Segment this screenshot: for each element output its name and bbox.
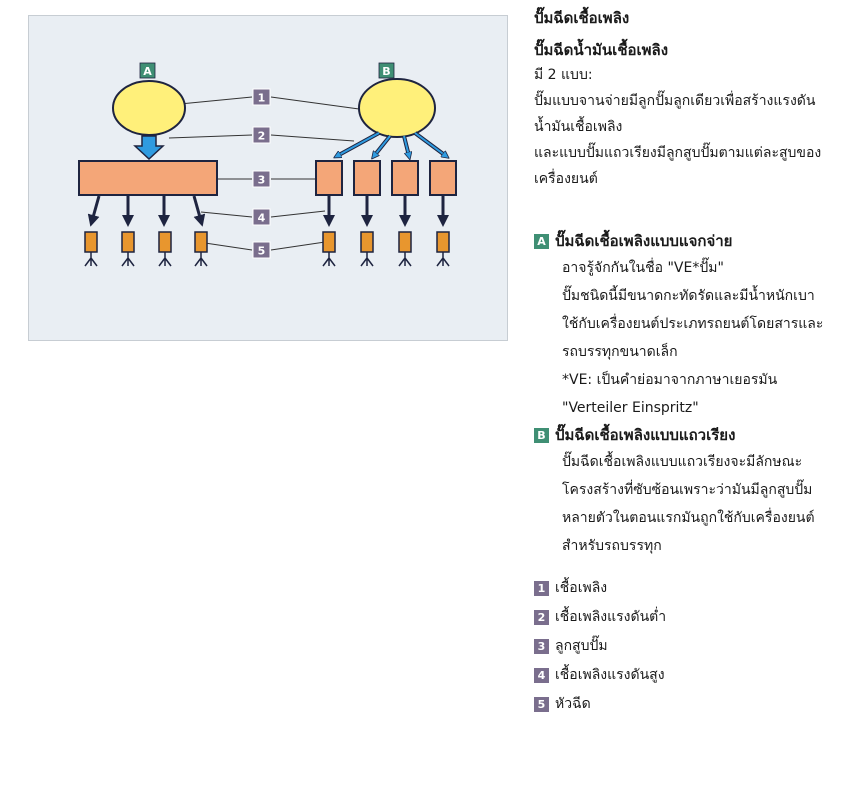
callout-2 [252, 126, 271, 144]
pump-b-group [315, 78, 457, 267]
section-a-body: อาจรู้จักกันในชื่อ "VE*ปั๊ม" ปั๊มชนิดนี้… [534, 254, 834, 422]
pump-plunger [391, 160, 419, 196]
legend-item: 2 เชื้อเพลิงแรงดันต่ำ [534, 603, 834, 632]
pump-plunger [315, 160, 343, 196]
legend-badge: 4 [534, 668, 549, 683]
plungers-b [315, 160, 457, 196]
nozzle [84, 231, 98, 253]
badge-a-text: A [143, 65, 152, 78]
nozzle [194, 231, 208, 253]
nozzle [158, 231, 172, 253]
page-subtitle: ปั๊มฉีดน้ำมันเชื้อเพลิง [534, 41, 669, 59]
callout-4-text: 4 [258, 212, 266, 225]
section-b-body: ปั๊มฉีดเชื้อเพลิงแบบแถวเรียงจะมีลักษณะโค… [534, 448, 834, 560]
nozzles-a [84, 231, 208, 267]
diagram-svg: A B 1 2 3 4 5 [78, 62, 457, 267]
nozzles-b [322, 231, 450, 267]
intro-paragraph-2: และแบบปั๊มแถวเรียงมีลูกสูบปั๊มตามแต่ละสู… [534, 145, 822, 187]
pump-plunger [353, 160, 381, 196]
nozzle [360, 231, 374, 253]
section-b-description: ปั๊มฉีดเชื้อเพลิงแบบแถวเรียงจะมีลักษณะโค… [562, 454, 815, 554]
fuel-arrow-a [133, 135, 165, 161]
section-b: B ปั๊มฉีดเชื้อเพลิงแบบแถวเรียง ปั๊มฉีดเช… [534, 422, 834, 560]
legend-item: 5 หัวฉีด [534, 690, 834, 719]
legend-label: เชื้อเพลิงแรงดันต่ำ [555, 609, 667, 625]
legend-label: เชื้อเพลิง [555, 580, 608, 596]
section-b-heading: ปั๊มฉีดเชื้อเพลิงแบบแถวเรียง [555, 426, 736, 444]
fuel-pump-diagram: A B 1 2 3 4 5 [28, 15, 508, 341]
pump-plunger [429, 160, 457, 196]
nozzle [121, 231, 135, 253]
badge-b-text: B [382, 65, 390, 78]
callout-lines [148, 96, 360, 251]
legend-badge: 3 [534, 639, 549, 654]
legend-badge: 1 [534, 581, 549, 596]
legend-label: ลูกสูบปั๊ม [555, 638, 608, 654]
legend-badge: 2 [534, 610, 549, 625]
nozzle [322, 231, 336, 253]
legend-label: หัวฉีด [555, 696, 591, 712]
section-a-heading-row: A ปั๊มฉีดเชื้อเพลิงแบบแจกจ่าย [534, 228, 834, 254]
pump-body-a [78, 160, 218, 196]
callout-5 [252, 241, 271, 259]
callout-4 [252, 208, 271, 226]
badge-b-diagram [378, 62, 395, 79]
section-a-description: ปั๊มชนิดนี้มีขนาดกะทัดรัดและมีน้ำหนักเบา… [562, 288, 824, 360]
legend-item: 3 ลูกสูบปั๊ม [534, 632, 834, 661]
page-title: ปั๊มฉีดเชื้อเพลิง [534, 9, 630, 27]
intro-paragraph-1: ปั๊มแบบจานจ่ายมีลูกปั๊มลูกเดียวเพื่อสร้า… [534, 93, 816, 135]
legend-item: 4 เชื้อเพลิงแรงดันสูง [534, 661, 834, 690]
section-b-heading-row: B ปั๊มฉีดเชื้อเพลิงแบบแถวเรียง [534, 422, 834, 448]
section-a-badge: A [534, 233, 549, 249]
callout-badges: 1 2 3 4 5 [252, 88, 271, 259]
types-count: มี 2 แบบ: [534, 67, 593, 83]
callout-1-text: 1 [258, 92, 266, 105]
section-a: A ปั๊มฉีดเชื้อเพลิงแบบแจกจ่าย อาจรู้จักก… [534, 228, 834, 422]
nozzle [436, 231, 450, 253]
fuel-tank-a [112, 80, 186, 136]
section-a-note1: *VE: เป็นคำย่อมาจากภาษาเยอรมัน [562, 372, 778, 388]
pump-a-group [78, 80, 218, 267]
section-a-heading: ปั๊มฉีดเชื้อเพลิงแบบแจกจ่าย [555, 232, 733, 250]
badge-a-diagram [139, 62, 156, 79]
callout-3 [252, 170, 271, 188]
legend-label: เชื้อเพลิงแรงดันสูง [555, 667, 665, 683]
description-column: ปั๊มฉีดเชื้อเพลิง ปั๊มฉีดน้ำมันเชื้อเพลิ… [534, 6, 834, 719]
callout-2-text: 2 [258, 130, 266, 143]
legend-badge: 5 [534, 697, 549, 712]
callout-5-text: 5 [258, 245, 266, 258]
callout-1 [252, 88, 271, 106]
section-a-note2: "Verteiler Einspritz" [562, 400, 699, 416]
nozzle [398, 231, 412, 253]
section-a-line1: อาจรู้จักกันในชื่อ "VE*ปั๊ม" [562, 260, 724, 276]
legend-item: 1 เชื้อเพลิง [534, 574, 834, 603]
section-b-badge: B [534, 427, 549, 443]
fuel-tank-b [358, 78, 436, 138]
legend: 1 เชื้อเพลิง 2 เชื้อเพลิงแรงดันต่ำ 3 ลูก… [534, 574, 834, 719]
callout-3-text: 3 [258, 174, 266, 187]
